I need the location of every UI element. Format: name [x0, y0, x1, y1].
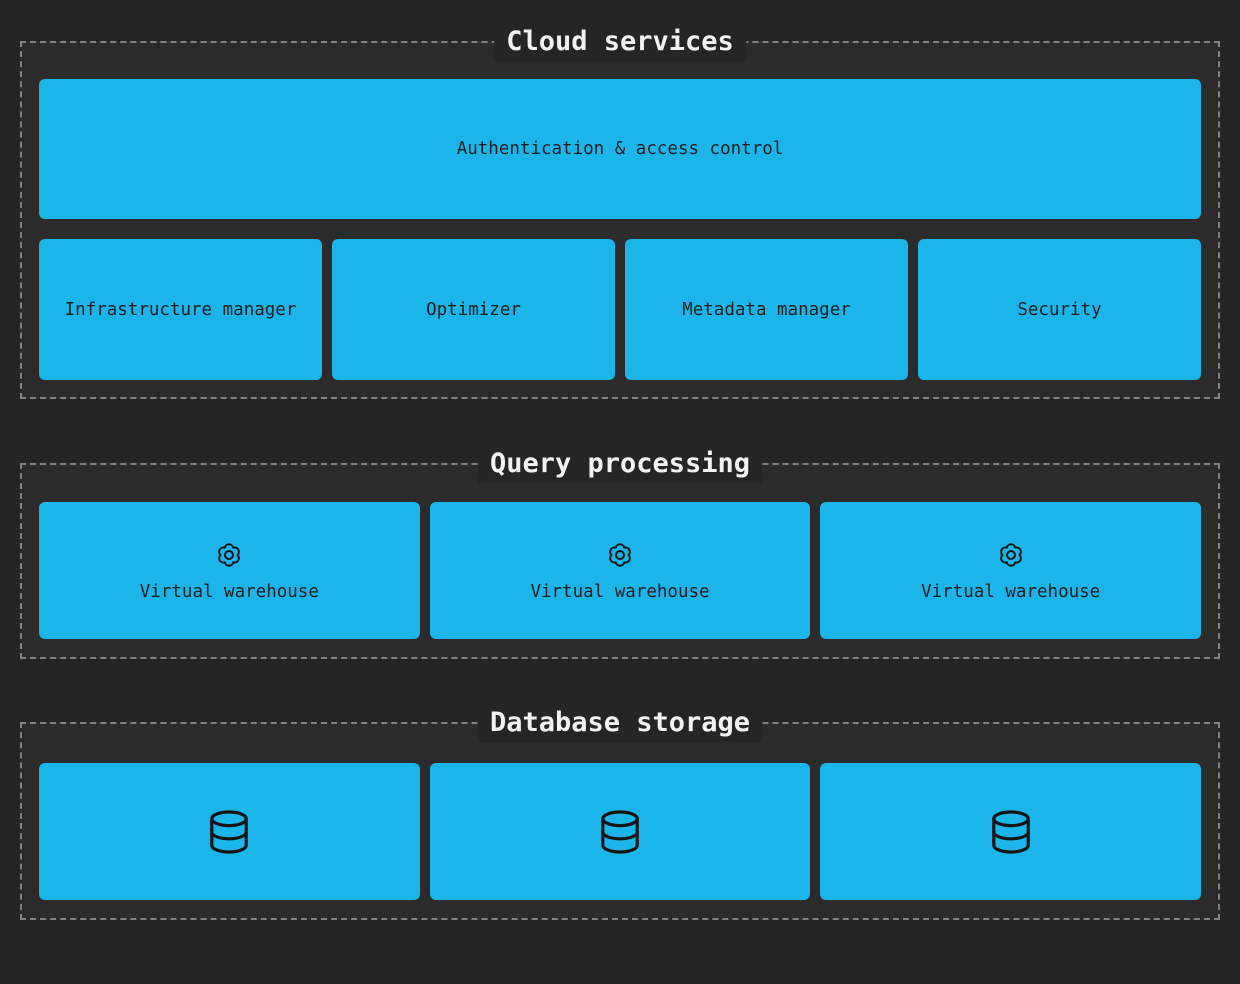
optimizer-box: Optimizer: [332, 239, 615, 380]
database-box: [820, 763, 1202, 900]
virtual-warehouse-box: Virtual warehouse: [429, 502, 811, 639]
architecture-diagram: Cloud services Authentication & access c…: [0, 23, 1240, 984]
box-label: Authentication & access control: [456, 139, 784, 159]
virtual-warehouse-label: Virtual warehouse: [139, 581, 319, 602]
cloud-services-title: Cloud services: [494, 23, 746, 61]
query-processing-row: Virtual warehouse Virtual warehouse Virt…: [39, 502, 1202, 639]
auth-access-control-box: Authentication & access control: [39, 79, 1201, 219]
infrastructure-manager-box: Infrastructure manager: [39, 239, 322, 380]
gear-icon: [609, 542, 631, 567]
database-icon: [991, 809, 1030, 854]
section-cloud-services: Cloud services Authentication & access c…: [20, 23, 1220, 399]
section-query-processing: Query processing Virtual warehouse Virtu…: [20, 445, 1220, 659]
security-box: Security: [918, 239, 1201, 380]
section-database-storage: Database storage: [20, 704, 1220, 920]
gear-icon: [218, 542, 241, 567]
virtual-warehouse-label: Virtual warehouse: [530, 581, 710, 602]
database-icon: [601, 809, 639, 854]
box-label: Metadata manager: [682, 299, 851, 320]
virtual-warehouse-box: Virtual warehouse: [820, 502, 1202, 639]
virtual-warehouse-box: Virtual warehouse: [39, 502, 420, 639]
database-box: [429, 763, 811, 900]
database-storage-title: Database storage: [477, 704, 763, 742]
database-storage-row: [39, 763, 1202, 900]
database-icon: [210, 809, 249, 854]
metadata-manager-box: Metadata manager: [625, 239, 908, 380]
cloud-services-row: Infrastructure manager Optimizer Metadat…: [39, 239, 1201, 380]
gear-icon: [999, 542, 1022, 567]
database-box: [39, 763, 420, 900]
query-processing-title: Query processing: [477, 445, 763, 483]
virtual-warehouse-label: Virtual warehouse: [921, 581, 1101, 602]
box-label: Optimizer: [426, 299, 521, 320]
box-label: Security: [1017, 299, 1102, 320]
box-label: Infrastructure manager: [64, 299, 297, 320]
